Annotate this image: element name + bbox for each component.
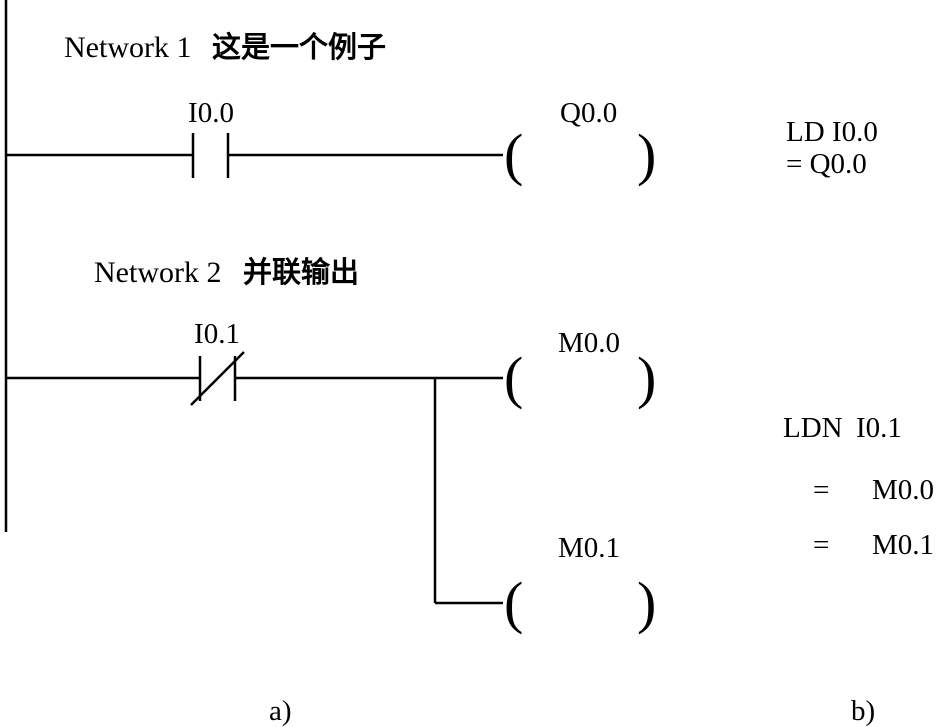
stl-operand-i01: I0.1 xyxy=(856,412,902,444)
coil-label-m00: M0.0 xyxy=(558,327,620,359)
coil-icon: ( ) xyxy=(504,122,656,187)
no-contact-icon xyxy=(191,133,230,178)
network-1-title-comment: 这是一个例子 xyxy=(212,30,386,64)
network-2-title-comment: 并联输出 xyxy=(243,255,359,289)
contact-slash xyxy=(190,351,245,406)
caption-ladder: a) xyxy=(269,695,292,727)
network-1-title: Network 1 xyxy=(64,31,191,64)
stl-operand-m00: M0.0 xyxy=(872,474,934,506)
coil-paren-close: ) xyxy=(637,570,656,635)
network-1: Network 1 这是一个例子 I0.0 ( ) Q0.0 LD I0.0 =… xyxy=(6,30,878,187)
coil-label-q00: Q0.0 xyxy=(560,97,617,129)
coil-icon: ( ) xyxy=(504,345,656,410)
contact-label-i01: I0.1 xyxy=(194,318,240,350)
coil-paren-open: ( xyxy=(504,122,523,187)
stl-op-ldn: LDN xyxy=(783,412,843,444)
coil-icon: ( ) xyxy=(504,570,656,635)
network-2-title: Network 2 xyxy=(94,256,221,289)
coil-paren-close: ) xyxy=(637,122,656,187)
contact-label-i00: I0.0 xyxy=(188,97,234,129)
stl-op-eq-1: = xyxy=(813,474,829,506)
coil-paren-close: ) xyxy=(637,345,656,410)
stl-op-eq-2: = xyxy=(813,529,829,561)
stl-line-ld-i00: LD I0.0 xyxy=(786,116,878,148)
stl-operand-m01: M0.1 xyxy=(872,529,934,561)
stl-line-eq-q00: = Q0.0 xyxy=(786,148,867,180)
network-1-stl: LD I0.0 = Q0.0 xyxy=(786,116,878,180)
coil-paren-open: ( xyxy=(504,570,523,635)
coil-label-m01: M0.1 xyxy=(558,532,620,564)
coil-paren-open: ( xyxy=(504,345,523,410)
caption-stl: b) xyxy=(851,695,875,727)
network-2-stl: LDN I0.1 = M0.0 = M0.1 xyxy=(783,412,934,561)
network-2: Network 2 并联输出 I0.1 ( ) M0.0 xyxy=(6,255,934,635)
